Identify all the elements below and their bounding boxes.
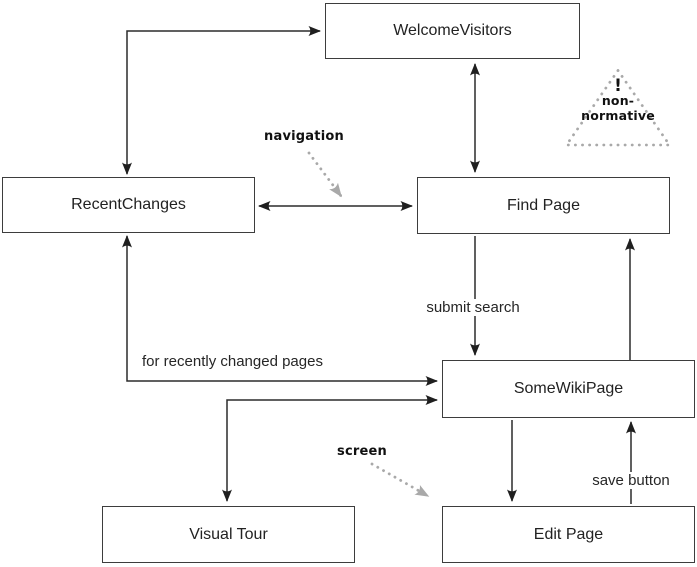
edge-label-save-button: save button xyxy=(589,472,673,489)
node-visual-tour: Visual Tour xyxy=(102,506,355,563)
warning-text-line1: non- xyxy=(601,93,635,108)
node-welcome-visitors: WelcomeVisitors xyxy=(325,3,580,59)
annotation-screen: screen xyxy=(337,444,387,459)
node-label: RecentChanges xyxy=(71,196,186,213)
warning-triangle-icon xyxy=(565,69,671,147)
non-normative-warning: ! non- normative xyxy=(581,78,655,123)
node-label: SomeWikiPage xyxy=(513,380,624,397)
edge-label-submit-search: submit search xyxy=(423,299,523,316)
node-label: Edit Page xyxy=(533,525,604,543)
annotation-navigation: navigation xyxy=(264,129,344,144)
node-edit-page: Edit Page xyxy=(442,506,695,563)
exclamation-icon: ! xyxy=(614,76,622,96)
navigation-pointer-arrow xyxy=(307,151,343,198)
node-label: Find Page xyxy=(507,196,580,214)
node-label: Visual Tour xyxy=(189,525,268,543)
edge-somewikipage-visualtour xyxy=(222,395,438,502)
edge-label-for-recently-changed-pages: for recently changed pages xyxy=(142,353,323,370)
warning-text-line2: normative xyxy=(581,107,655,123)
node-find-page: Find Page xyxy=(417,177,670,234)
screen-pointer-arrow xyxy=(370,462,430,498)
node-some-wiki-page: SomeWikiPage xyxy=(442,360,695,418)
node-recent-changes: RecentChanges xyxy=(2,177,255,233)
edge-recentchanges-somewikipage xyxy=(122,235,438,386)
edge-recentchanges-welcomevisitors xyxy=(122,26,321,175)
node-label: WelcomeVisitors xyxy=(393,22,512,39)
